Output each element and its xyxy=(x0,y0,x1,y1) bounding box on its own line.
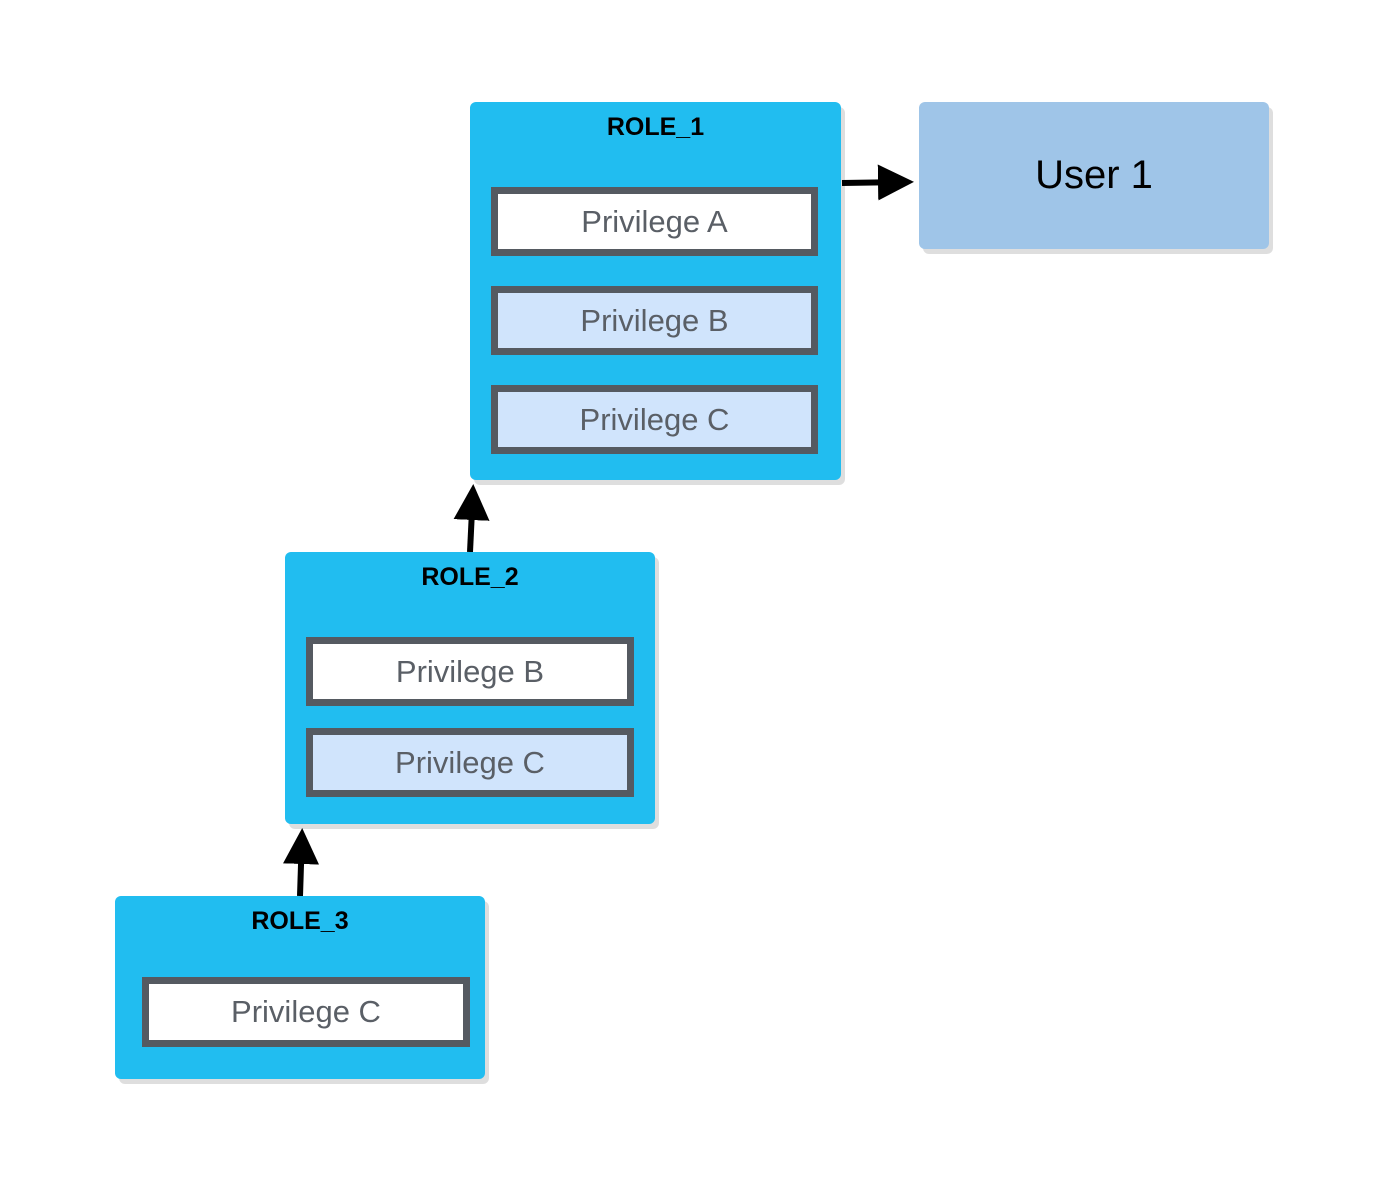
role-2-privilege-c: Privilege C xyxy=(306,728,634,797)
role-1-title: ROLE_1 xyxy=(606,113,705,141)
role-3-privilege-c: Privilege C xyxy=(142,977,470,1047)
user-1-box: User 1 xyxy=(919,102,1269,249)
role-1-privilege-c: Privilege C xyxy=(491,385,818,454)
role-1-box: ROLE_1 Privilege A Privilege B Privilege… xyxy=(470,102,841,480)
user-1-label: User 1 xyxy=(1035,153,1153,197)
role-2-box: ROLE_2 Privilege B Privilege C xyxy=(285,552,655,824)
arrow-role1-to-user xyxy=(841,164,914,201)
arrow-role2-to-role1 xyxy=(453,484,490,553)
role-2-privilege-b: Privilege B xyxy=(306,637,634,706)
arrow-role3-to-role2 xyxy=(283,828,320,897)
role-2-title: ROLE_2 xyxy=(421,563,519,591)
role-1-privilege-a: Privilege A xyxy=(491,187,818,256)
role-3-title: ROLE_3 xyxy=(251,907,349,935)
role-3-box: ROLE_3 Privilege C xyxy=(115,896,485,1079)
role-1-privilege-b: Privilege B xyxy=(491,286,818,355)
